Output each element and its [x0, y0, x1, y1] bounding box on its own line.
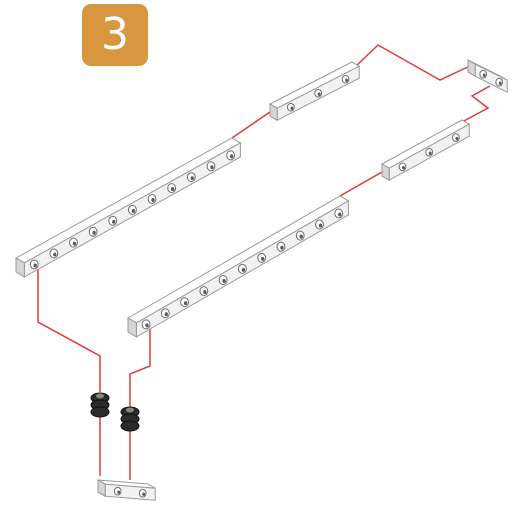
guide-line — [351, 44, 471, 81]
axle-connector-left — [90, 392, 110, 418]
guide-line — [37, 262, 101, 392]
guide-line — [231, 111, 271, 139]
guide-line — [339, 171, 383, 197]
guide-line — [461, 85, 491, 123]
step-number: 3 — [101, 9, 129, 60]
long-beam-upper — [14, 137, 242, 278]
axle-connector-right — [120, 406, 140, 432]
corner-block-bottom — [97, 479, 156, 501]
guide-line — [129, 326, 151, 408]
short-beam-upper — [268, 61, 361, 122]
long-beam-lower — [127, 195, 350, 338]
corner-block-right — [467, 59, 508, 94]
step-badge: 3 — [82, 4, 148, 66]
short-beam-lower — [380, 119, 471, 182]
parts-layer — [14, 59, 508, 501]
guide-lines — [37, 44, 491, 480]
